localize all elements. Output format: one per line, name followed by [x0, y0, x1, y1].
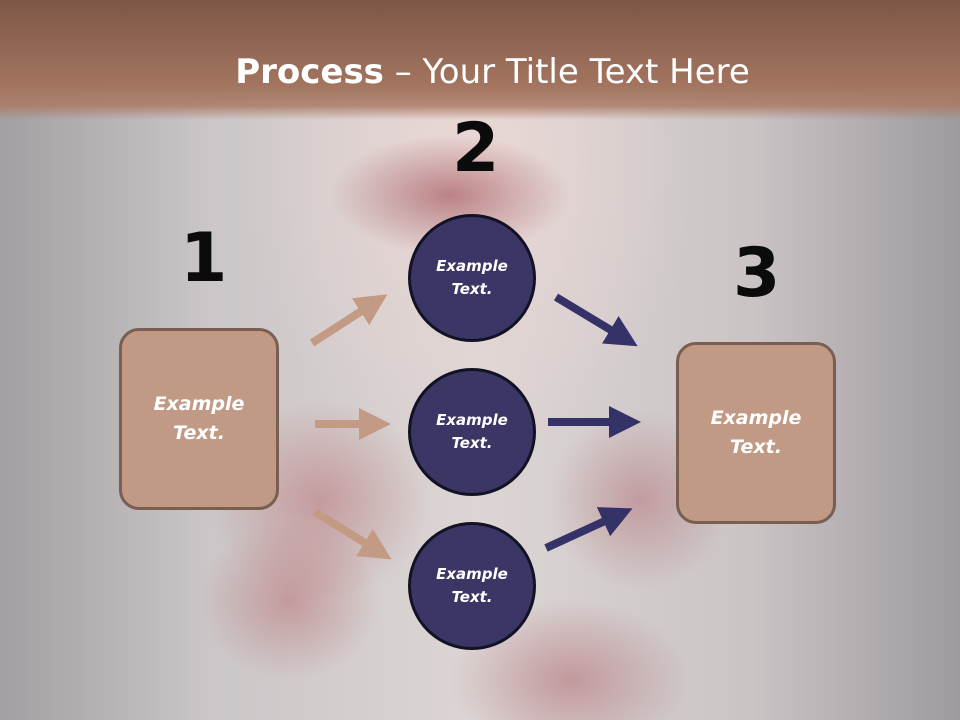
step-box-1-line2: Text. [173, 422, 225, 444]
title-rest: – Your Title Text Here [383, 52, 750, 92]
circle-3: Example Text. [408, 522, 536, 650]
circle-2-line1: Example [436, 411, 508, 429]
step-box-3-line1: Example [710, 407, 802, 429]
circle-3-line2: Text. [451, 588, 493, 606]
step-box-3-line2: Text. [730, 436, 782, 458]
circle-2: Example Text. [408, 368, 536, 496]
arrow-box1-to-circle3 [312, 508, 392, 560]
circle-1-line1: Example [436, 257, 508, 275]
step-number-1: 1 [180, 219, 228, 298]
step-box-3: Example Text. [676, 342, 836, 524]
arrow-circle1-to-box3 [553, 293, 638, 347]
step-box-1: Example Text. [119, 328, 279, 510]
title-bold: Process [235, 52, 384, 92]
circle-3-line1: Example [436, 565, 508, 583]
step-number-2: 2 [452, 109, 500, 188]
step-box-1-line1: Example [153, 393, 245, 415]
title-bar [0, 0, 960, 120]
step-number-3: 3 [733, 234, 781, 313]
circle-2-line2: Text. [451, 434, 493, 452]
arrow-box1-to-circle1 [309, 294, 388, 347]
arrow-circle3-to-box3 [544, 507, 633, 552]
circle-1: Example Text. [408, 214, 536, 342]
slide-title: Process – Your Title Text Here [0, 52, 960, 92]
circle-1-line2: Text. [451, 280, 493, 298]
